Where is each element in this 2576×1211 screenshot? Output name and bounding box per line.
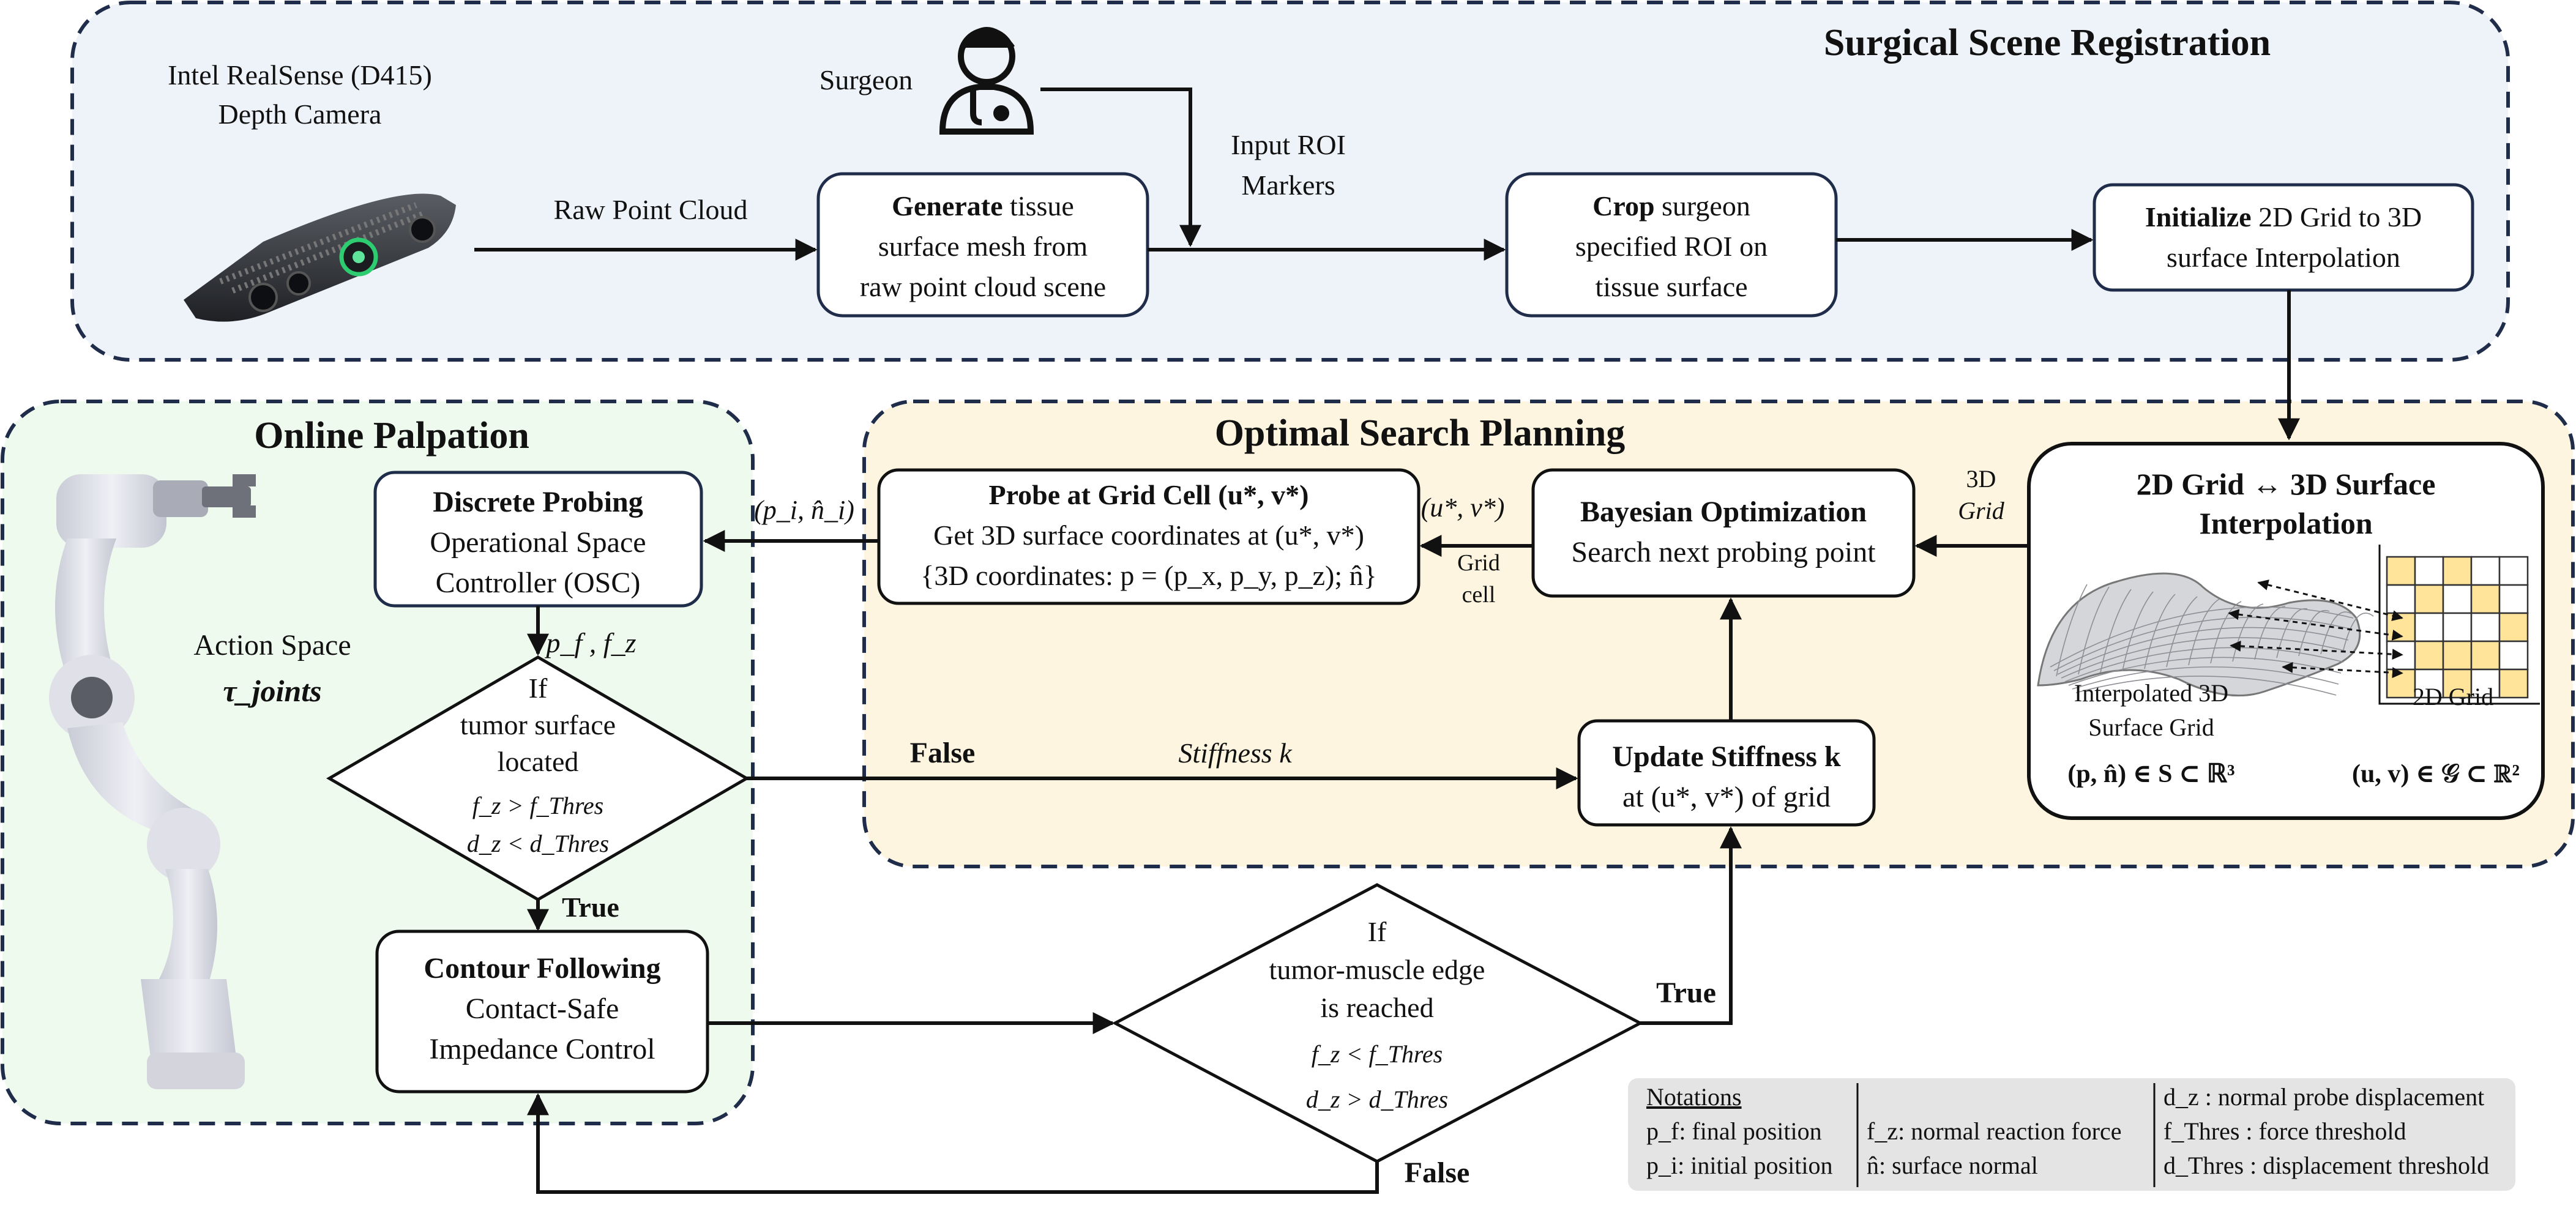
surgeon-label: Surgeon bbox=[819, 64, 913, 95]
decision2-line1: If bbox=[1368, 916, 1387, 947]
notation-fthres: f_Thres : force threshold bbox=[2163, 1117, 2406, 1145]
bayes-line2: Search next probing point bbox=[1571, 536, 1876, 568]
discrete-line2: Operational Space bbox=[430, 526, 646, 559]
decision1-line2: tumor surface bbox=[460, 709, 616, 740]
interp-title-line1: 2D Grid ↔ 3D Surface bbox=[2137, 467, 2436, 501]
decision1-line1: If bbox=[529, 673, 548, 704]
update-line2: at (u*, v*) of grid bbox=[1622, 781, 1831, 813]
notation-pi: p_i: initial position bbox=[1646, 1152, 1832, 1179]
surface-set-label: (p, n̂) ∈ S ⊂ ℝ³ bbox=[2067, 760, 2234, 788]
palpation-title: Online Palpation bbox=[254, 415, 529, 456]
grid3d-label-line1: 3D bbox=[1966, 465, 1996, 493]
contour-title: Contour Following bbox=[424, 952, 660, 985]
probe-line3: {3D coordinates: p = (p_x, p_y, p_z); n̂… bbox=[920, 560, 1376, 591]
uv-star-label: (u*, v*) bbox=[1421, 493, 1505, 523]
generate-line2: surface mesh from bbox=[878, 231, 1088, 262]
true-label-1: True bbox=[562, 892, 619, 923]
bayes-box bbox=[1531, 468, 1916, 598]
decision2-line5: d_z > d_Thres bbox=[1306, 1086, 1448, 1113]
correspondence-arrows bbox=[2228, 579, 2403, 679]
decision2-line4: f_z < f_Thres bbox=[1312, 1040, 1443, 1068]
input-roi-label-line1: Input ROI bbox=[1231, 129, 1346, 160]
discrete-line3: Controller (OSC) bbox=[436, 567, 641, 599]
action-space-label: Action Space bbox=[193, 629, 351, 661]
surface-label-line1: Interpolated 3D bbox=[2074, 679, 2228, 707]
grid-set-label: (u, v) ∈ 𝒢 ⊂ ℝ² bbox=[2352, 760, 2520, 788]
camera-label-line1: Intel RealSense (D415) bbox=[168, 59, 432, 91]
pi-ni-label: (p_i, n̂_i) bbox=[754, 495, 854, 525]
notation-pf: p_f: final position bbox=[1646, 1117, 1822, 1145]
decision1-line3: located bbox=[498, 746, 579, 777]
notation-dthres: d_Thres : displacement threshold bbox=[2163, 1152, 2489, 1179]
robot-arm-icon bbox=[49, 474, 256, 1089]
contour-line3: Impedance Control bbox=[429, 1033, 655, 1065]
pf-fz-label: p_f , f_z bbox=[545, 627, 637, 658]
generate-line1: Generate tissue bbox=[892, 190, 1074, 222]
crop-line1: Crop surgeon bbox=[1592, 190, 1750, 222]
contour-box bbox=[375, 930, 709, 1094]
tau-joints-label: τ_joints bbox=[223, 674, 321, 708]
update-title: Update Stiffness k bbox=[1612, 740, 1841, 773]
update-box bbox=[1577, 719, 1876, 827]
generate-box bbox=[816, 172, 1149, 318]
notations-box bbox=[1628, 1078, 2515, 1191]
depth-camera-icon bbox=[184, 193, 456, 322]
generate-line3: raw point cloud scene bbox=[860, 271, 1106, 302]
surgeon-icon bbox=[939, 27, 1034, 135]
grid-cell-label-line1: Grid bbox=[1457, 550, 1500, 576]
crop-box bbox=[1505, 172, 1838, 318]
bayes-title: Bayesian Optimization bbox=[1580, 496, 1867, 528]
registration-title: Surgical Scene Registration bbox=[1824, 22, 2271, 64]
notation-nhat: n̂: surface normal bbox=[1867, 1152, 2038, 1179]
raw-point-cloud-label: Raw Point Cloud bbox=[554, 194, 748, 225]
crop-line3: tissue surface bbox=[1595, 271, 1747, 302]
grid-label: 2D Grid bbox=[2413, 683, 2493, 710]
camera-label-line2: Depth Camera bbox=[218, 99, 382, 130]
notation-fz: f_z: normal reaction force bbox=[1867, 1117, 2121, 1145]
interp-title-line2: Interpolation bbox=[2199, 506, 2373, 540]
discrete-title: Discrete Probing bbox=[433, 486, 643, 518]
surface-label-line2: Surface Grid bbox=[2088, 714, 2214, 741]
decision1-line5: d_z < d_Thres bbox=[467, 830, 609, 857]
decision2-line3: is reached bbox=[1320, 992, 1433, 1023]
false-label-2: False bbox=[1405, 1157, 1470, 1189]
probe-box bbox=[877, 468, 1421, 605]
grid-cell-label-line2: cell bbox=[1462, 582, 1496, 608]
search-title: Optimal Search Planning bbox=[1215, 412, 1626, 454]
initialize-box bbox=[2093, 183, 2474, 292]
false-label-1: False bbox=[910, 737, 976, 769]
true-label-2: True bbox=[1656, 977, 1716, 1009]
arrow-decision2-contour bbox=[527, 1093, 1379, 1194]
contour-line2: Contact-Safe bbox=[466, 993, 619, 1025]
notations-title: Notations bbox=[1646, 1083, 1742, 1111]
initialize-line2: surface Interpolation bbox=[2167, 242, 2400, 273]
notation-dz: d_z : normal probe displacement bbox=[2163, 1083, 2484, 1111]
probe-title: Probe at Grid Cell (u*, v*) bbox=[989, 479, 1309, 510]
stiffness-k-label: Stiffness k bbox=[1178, 737, 1293, 769]
region-registration bbox=[70, 1, 2510, 362]
decision1-line4: f_z > f_Thres bbox=[472, 792, 603, 819]
arrow-surgeon-roi bbox=[1040, 88, 1201, 247]
initialize-line1: Initialize 2D Grid to 3D bbox=[2145, 201, 2422, 233]
grid-2d-icon bbox=[2378, 545, 2540, 705]
decision2-line2: tumor-muscle edge bbox=[1269, 954, 1485, 985]
grid3d-label-line2: Grid bbox=[1958, 497, 2005, 524]
input-roi-label-line2: Markers bbox=[1241, 170, 1335, 201]
probe-line2: Get 3D surface coordinates at (u*, v*) bbox=[933, 520, 1364, 551]
arrow-decision2-update bbox=[1640, 826, 1742, 1025]
crop-line2: specified ROI on bbox=[1575, 231, 1768, 262]
